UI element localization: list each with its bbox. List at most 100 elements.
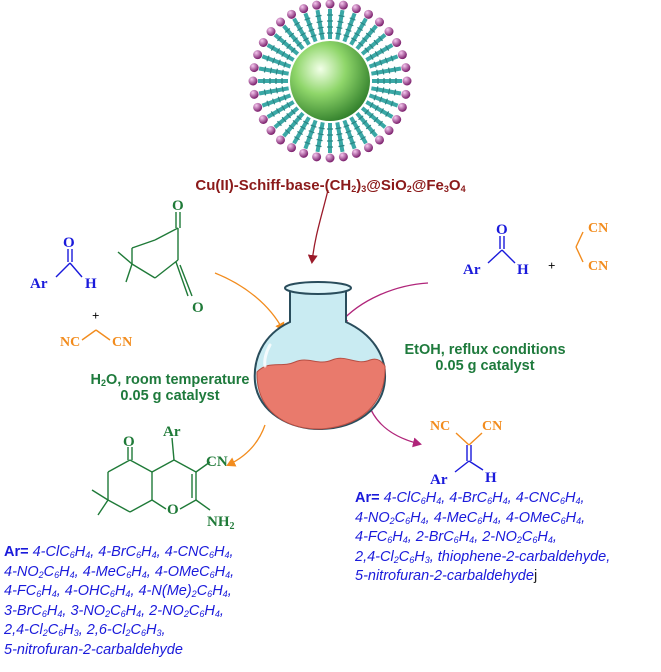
ligand-rung (357, 27, 363, 32)
aldehyde-left-h: H (85, 276, 97, 292)
ligand-stem (266, 100, 295, 119)
ligand-rung (360, 21, 366, 26)
ar-list-line: 5-nitrofuran-2-carbaldehydej (355, 568, 538, 584)
plus-right: + (548, 258, 555, 273)
dimedone-o-bottom: O (192, 300, 204, 316)
ar-list-line: 2,4-Cl2C6H3, thiophene-2-carbaldehyde, (355, 548, 611, 565)
ligand-rung (364, 109, 370, 115)
ligand-head (364, 9, 373, 19)
ligand-stem (360, 33, 387, 56)
aldehyde-right-ar: Ar (463, 262, 481, 278)
ligand-rung (364, 47, 370, 53)
dimedone-o-top: O (172, 198, 184, 214)
ligand-rung (294, 21, 300, 26)
ligand-rung (368, 43, 374, 49)
ar-list-line: 4-FC6H4, 4-OHC6H4, 4-N(Me)2C6H4, (4, 583, 232, 599)
ligand-rung (369, 54, 374, 60)
arylidene-product (454, 432, 484, 473)
ligand-rung (354, 125, 360, 130)
ligand-rung (297, 27, 303, 32)
ligand-rung (288, 32, 295, 38)
malononitrile-right-cn-top: CN (588, 221, 608, 236)
ligand-rung (277, 120, 282, 127)
arylidene-ar: Ar (430, 472, 448, 488)
ligand-rung (263, 89, 267, 96)
ligand-rung (393, 66, 397, 73)
ligand-head (258, 38, 268, 47)
ligand-stem (282, 111, 305, 138)
ligand-rung (281, 39, 287, 46)
ligand-rung (292, 37, 298, 43)
ligand-rung (338, 14, 345, 18)
ligand-head (299, 148, 309, 158)
ar-list-line: 4-NO2C6H4, 4-MeC6H4, 4-OMeC6H4, (4, 563, 235, 580)
ligand-rung (369, 102, 374, 108)
ligand-rung (275, 68, 278, 75)
ligand-rung (316, 20, 323, 24)
ligand-head (299, 4, 309, 14)
ligand-rung (310, 34, 317, 38)
right-condition-catalyst: 0.05 g catalyst (435, 358, 535, 374)
ligand-head (249, 63, 259, 73)
ligand-rung (297, 130, 303, 135)
right-product-arrow (367, 401, 422, 448)
ligand-rung (382, 68, 385, 75)
ligand-rung (379, 96, 383, 103)
ligand-head (351, 148, 361, 158)
ligand-head (401, 89, 411, 99)
ligand-rung (286, 54, 291, 60)
ligand-stem (342, 119, 357, 150)
ligand-head (312, 152, 322, 162)
ligand-rung (379, 48, 384, 54)
ligand-stem (368, 93, 399, 108)
ligand-rung (374, 105, 379, 111)
ligand-rung (362, 37, 368, 43)
ligand-stem (360, 106, 387, 129)
ligand-rung (270, 45, 275, 51)
ligand-rung (288, 124, 295, 130)
ligand-head (392, 38, 402, 47)
ar-list-line: Ar= 4-ClC6H4, 4-BrC6H4, 4-CNC6H4, (355, 490, 585, 506)
ligand-rung (300, 125, 306, 130)
ligand-rung (358, 41, 364, 47)
ligand-rung (315, 14, 322, 18)
ligand-rung (296, 41, 302, 47)
ligand-head (266, 27, 276, 37)
ligand-rung (384, 57, 388, 64)
plus-left: + (92, 308, 99, 323)
ligand-rung (318, 127, 325, 130)
ligand-rung (362, 119, 368, 125)
ligand-stem (355, 111, 378, 138)
chromene-nh2: NH2 (207, 514, 235, 532)
ligand-rung (276, 48, 281, 54)
ligand-head (287, 9, 296, 19)
catalyst-arrow (307, 189, 329, 264)
ligand-rung (308, 130, 315, 134)
ligand-rung (390, 55, 394, 62)
ligand-stem (303, 119, 318, 150)
malononitrile-right-cn-bottom: CN (588, 259, 608, 274)
ligand-rung (376, 69, 379, 76)
left-conditions: H2O, room temperature 0.05 g catalyst (55, 372, 285, 404)
ligand-head (384, 125, 394, 135)
ligand-stem (261, 93, 292, 108)
ligand-rung (277, 35, 282, 42)
core-sphere (290, 41, 370, 121)
ligand-rung (281, 116, 287, 123)
ligand-rung (263, 66, 267, 73)
ligand-head (402, 76, 412, 86)
ligand-rung (272, 57, 276, 64)
malononitrile-right (575, 231, 584, 263)
ligand-rung (266, 100, 270, 107)
flask-icon (253, 281, 387, 431)
ligand-rung (338, 144, 345, 148)
ligand-head (248, 76, 258, 86)
aldehyde-left-o: O (63, 235, 75, 251)
ligand-rung (369, 28, 376, 33)
aldehyde-left (55, 249, 83, 278)
ligand-rung (304, 141, 311, 145)
ligand-head (374, 17, 384, 27)
ligand-rung (379, 59, 383, 66)
ligand-rung (269, 88, 273, 95)
ligand-head (325, 0, 335, 9)
